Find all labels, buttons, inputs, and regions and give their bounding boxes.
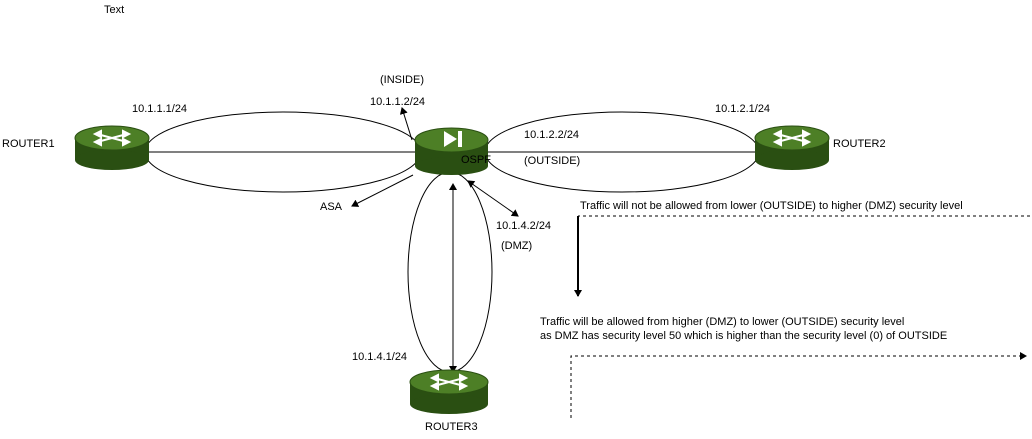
note-allowed-line2: as DMZ has security level 50 which is hi… bbox=[540, 330, 948, 342]
ip-router3-label: 10.1.4.1/24 bbox=[352, 351, 408, 363]
router1-icon[interactable] bbox=[74, 125, 150, 170]
inside-zone-label: (INSIDE) bbox=[380, 74, 424, 86]
outside-zone-label: (OUTSIDE) bbox=[524, 155, 581, 167]
ip-asa-inside-label: 10.1.1.2/24 bbox=[370, 96, 426, 108]
arrow-asa-pointer bbox=[351, 174, 414, 207]
ip-asa-outside-label: 10.1.2.2/24 bbox=[524, 129, 580, 141]
router3-label: ROUTER3 bbox=[425, 421, 478, 433]
ip-asa-dmz-label: 10.1.4.2/24 bbox=[496, 220, 552, 232]
asa-firewall-icon[interactable] bbox=[414, 127, 489, 175]
flow-allowed-line bbox=[570, 352, 1027, 418]
note-not-allowed: Traffic will not be allowed from lower (… bbox=[580, 200, 963, 212]
ip-router2-label: 10.1.2.1/24 bbox=[715, 103, 771, 115]
ip-router1-label: 10.1.1.1/24 bbox=[132, 103, 188, 115]
router3-icon[interactable] bbox=[409, 369, 489, 414]
router2-label: ROUTER2 bbox=[833, 138, 886, 150]
ospf-label: OSPF bbox=[461, 154, 491, 166]
link-ellipse-dmz bbox=[407, 171, 493, 373]
router2-icon[interactable] bbox=[754, 125, 830, 170]
arrow-dmz-pointer bbox=[467, 180, 519, 217]
note-allowed-line1: Traffic will be allowed from higher (DMZ… bbox=[540, 316, 905, 328]
asa-label: ASA bbox=[320, 201, 343, 213]
dmz-zone-label: (DMZ) bbox=[501, 240, 533, 252]
router1-label: ROUTER1 bbox=[2, 138, 55, 150]
text-placeholder-label: Text bbox=[104, 4, 125, 16]
arrow-inside-pointer bbox=[399, 107, 413, 141]
